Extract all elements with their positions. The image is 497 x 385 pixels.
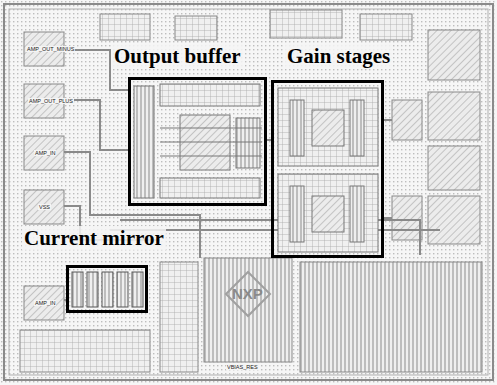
watermark: NXP — [231, 286, 264, 303]
annotated-block: Gain stages — [271, 44, 393, 258]
annotated-block: Output buffer — [112, 44, 267, 206]
pin-name: AMP_IN — [34, 300, 56, 306]
block-outline — [66, 265, 148, 313]
pin-name: AMP_IN — [34, 150, 56, 156]
pin-name: AMP_OUT_PLUS — [28, 98, 74, 104]
pin-name: VBIAS_RES — [226, 364, 259, 370]
block-label: Current mirror — [22, 226, 166, 250]
block-label: Gain stages — [285, 44, 392, 68]
block-outline — [271, 80, 384, 258]
pin-name: AMP_OUT_MINUS — [26, 46, 75, 52]
pin-name: VSS — [38, 204, 51, 210]
block-label: Output buffer — [112, 44, 243, 68]
block-outline — [128, 77, 267, 206]
